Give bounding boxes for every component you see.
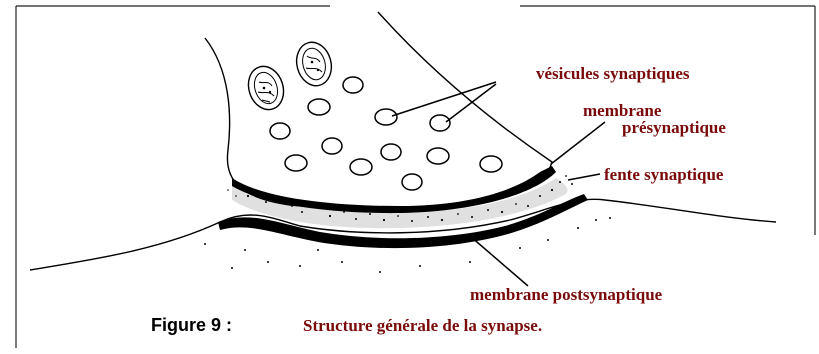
vesicle [322,138,342,154]
vesicle [343,77,363,93]
figure-number: Figure 9 : [151,315,232,335]
vesicle [381,144,401,160]
vesicle [480,156,502,172]
label-pointers [392,82,605,286]
vesicle [285,155,307,171]
postsynaptic-membrane-pointer [470,236,528,286]
synaptic-vesicles [270,77,502,190]
mitochondrion [243,62,289,114]
vesicle [402,174,422,190]
vesicle-pointer-1 [392,82,496,116]
vesicle [430,115,450,131]
label-synaptic-cleft: fente synaptique [604,165,724,184]
cleft-pointer [568,174,600,180]
vesicle [308,99,330,115]
presynaptic-membrane-pointer [551,122,605,164]
vesicle [350,159,372,175]
label-synaptic-vesicles: vésicules synaptiques [536,64,690,83]
vesicle [427,148,449,164]
label-postsynaptic-membrane: membrane postsynaptique [470,285,663,304]
vesicle [375,109,397,125]
figure-caption: Structure générale de la synapse. [303,316,542,335]
vesicle [270,123,290,139]
label-presynaptic-membrane-line2: présynaptique [622,118,726,137]
mitochondrion [292,38,336,89]
